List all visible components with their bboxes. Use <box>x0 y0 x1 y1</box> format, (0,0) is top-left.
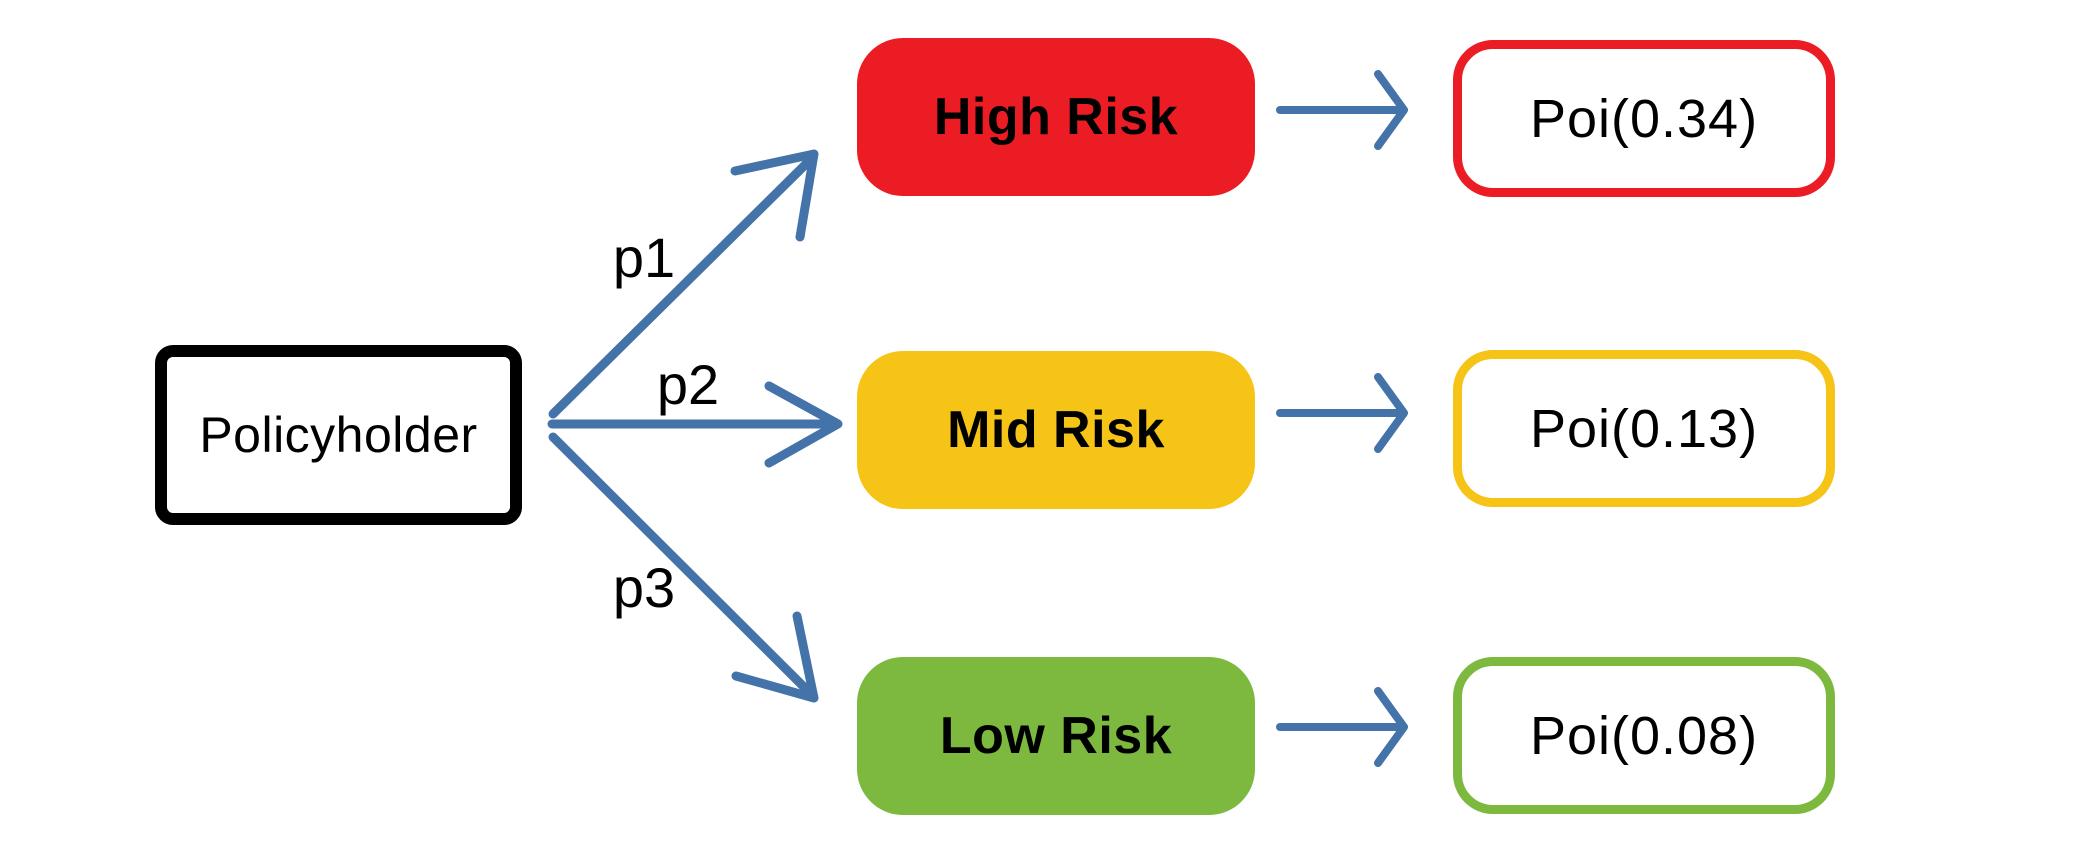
high-risk-node: High Risk <box>857 38 1255 196</box>
mid-risk-label: Mid Risk <box>947 401 1165 459</box>
poi-low-label: Poi(0.08) <box>1529 705 1759 766</box>
low-risk-node: Low Risk <box>857 657 1255 815</box>
high-risk-label: High Risk <box>933 88 1179 146</box>
arrow-high-to-poi <box>1276 70 1408 150</box>
low-risk-label: Low Risk <box>939 707 1173 765</box>
policyholder-node: Policyholder <box>155 345 522 525</box>
poi-high-node: Poi(0.34) <box>1453 40 1835 197</box>
poi-mid-node: Poi(0.13) <box>1453 350 1835 507</box>
probability-label-p2: p2 <box>656 353 720 416</box>
poi-low-node: Poi(0.08) <box>1453 657 1835 814</box>
arrow-low-to-poi <box>1276 687 1408 767</box>
arrow-mid-to-poi <box>1276 373 1408 453</box>
poi-high-label: Poi(0.34) <box>1529 88 1759 149</box>
probability-label-p1: p1 <box>612 226 676 289</box>
probability-label-p3: p3 <box>612 556 676 619</box>
mid-risk-node: Mid Risk <box>857 351 1255 509</box>
poi-mid-label: Poi(0.13) <box>1529 398 1759 459</box>
policyholder-label: Policyholder <box>199 407 478 463</box>
